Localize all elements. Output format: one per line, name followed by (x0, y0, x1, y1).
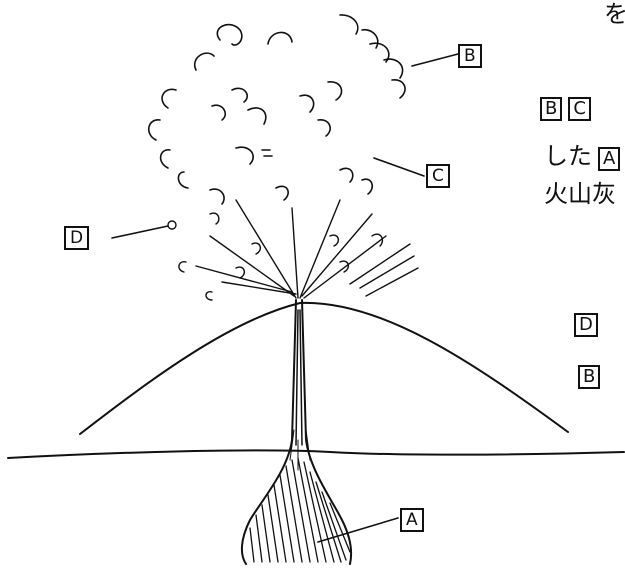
side-text-line3: 火山灰 (544, 180, 616, 208)
magma-chamber (249, 457, 351, 563)
ejecta-particle (167, 220, 177, 230)
leader-line-b (411, 53, 459, 67)
volcanic-conduit (240, 299, 352, 565)
side-text-box-d: D (574, 313, 598, 337)
label-b-eruption-column: B (458, 44, 482, 68)
side-text-item-d: D (574, 308, 604, 337)
ejecta-streaks (178, 199, 419, 301)
side-text-fragment-top: を (604, 0, 625, 28)
side-text-prefix: した (544, 142, 592, 170)
side-text-box-a: A (598, 147, 621, 171)
eruption-cloud (148, 14, 406, 205)
ground-line (7, 449, 625, 459)
side-text-box-b: B (540, 97, 563, 121)
side-text-item-b: B (578, 360, 606, 389)
label-a-magma: A (400, 508, 424, 532)
volcano-cone (79, 301, 569, 435)
label-d-ejecta: D (64, 226, 90, 250)
leader-line-d (111, 225, 169, 239)
label-c-eruption-column: C (426, 164, 450, 188)
side-text-box-c: C (568, 97, 591, 121)
side-text-box-b2: B (578, 365, 601, 389)
leader-line-c (373, 157, 425, 177)
leader-line-a (317, 517, 399, 543)
